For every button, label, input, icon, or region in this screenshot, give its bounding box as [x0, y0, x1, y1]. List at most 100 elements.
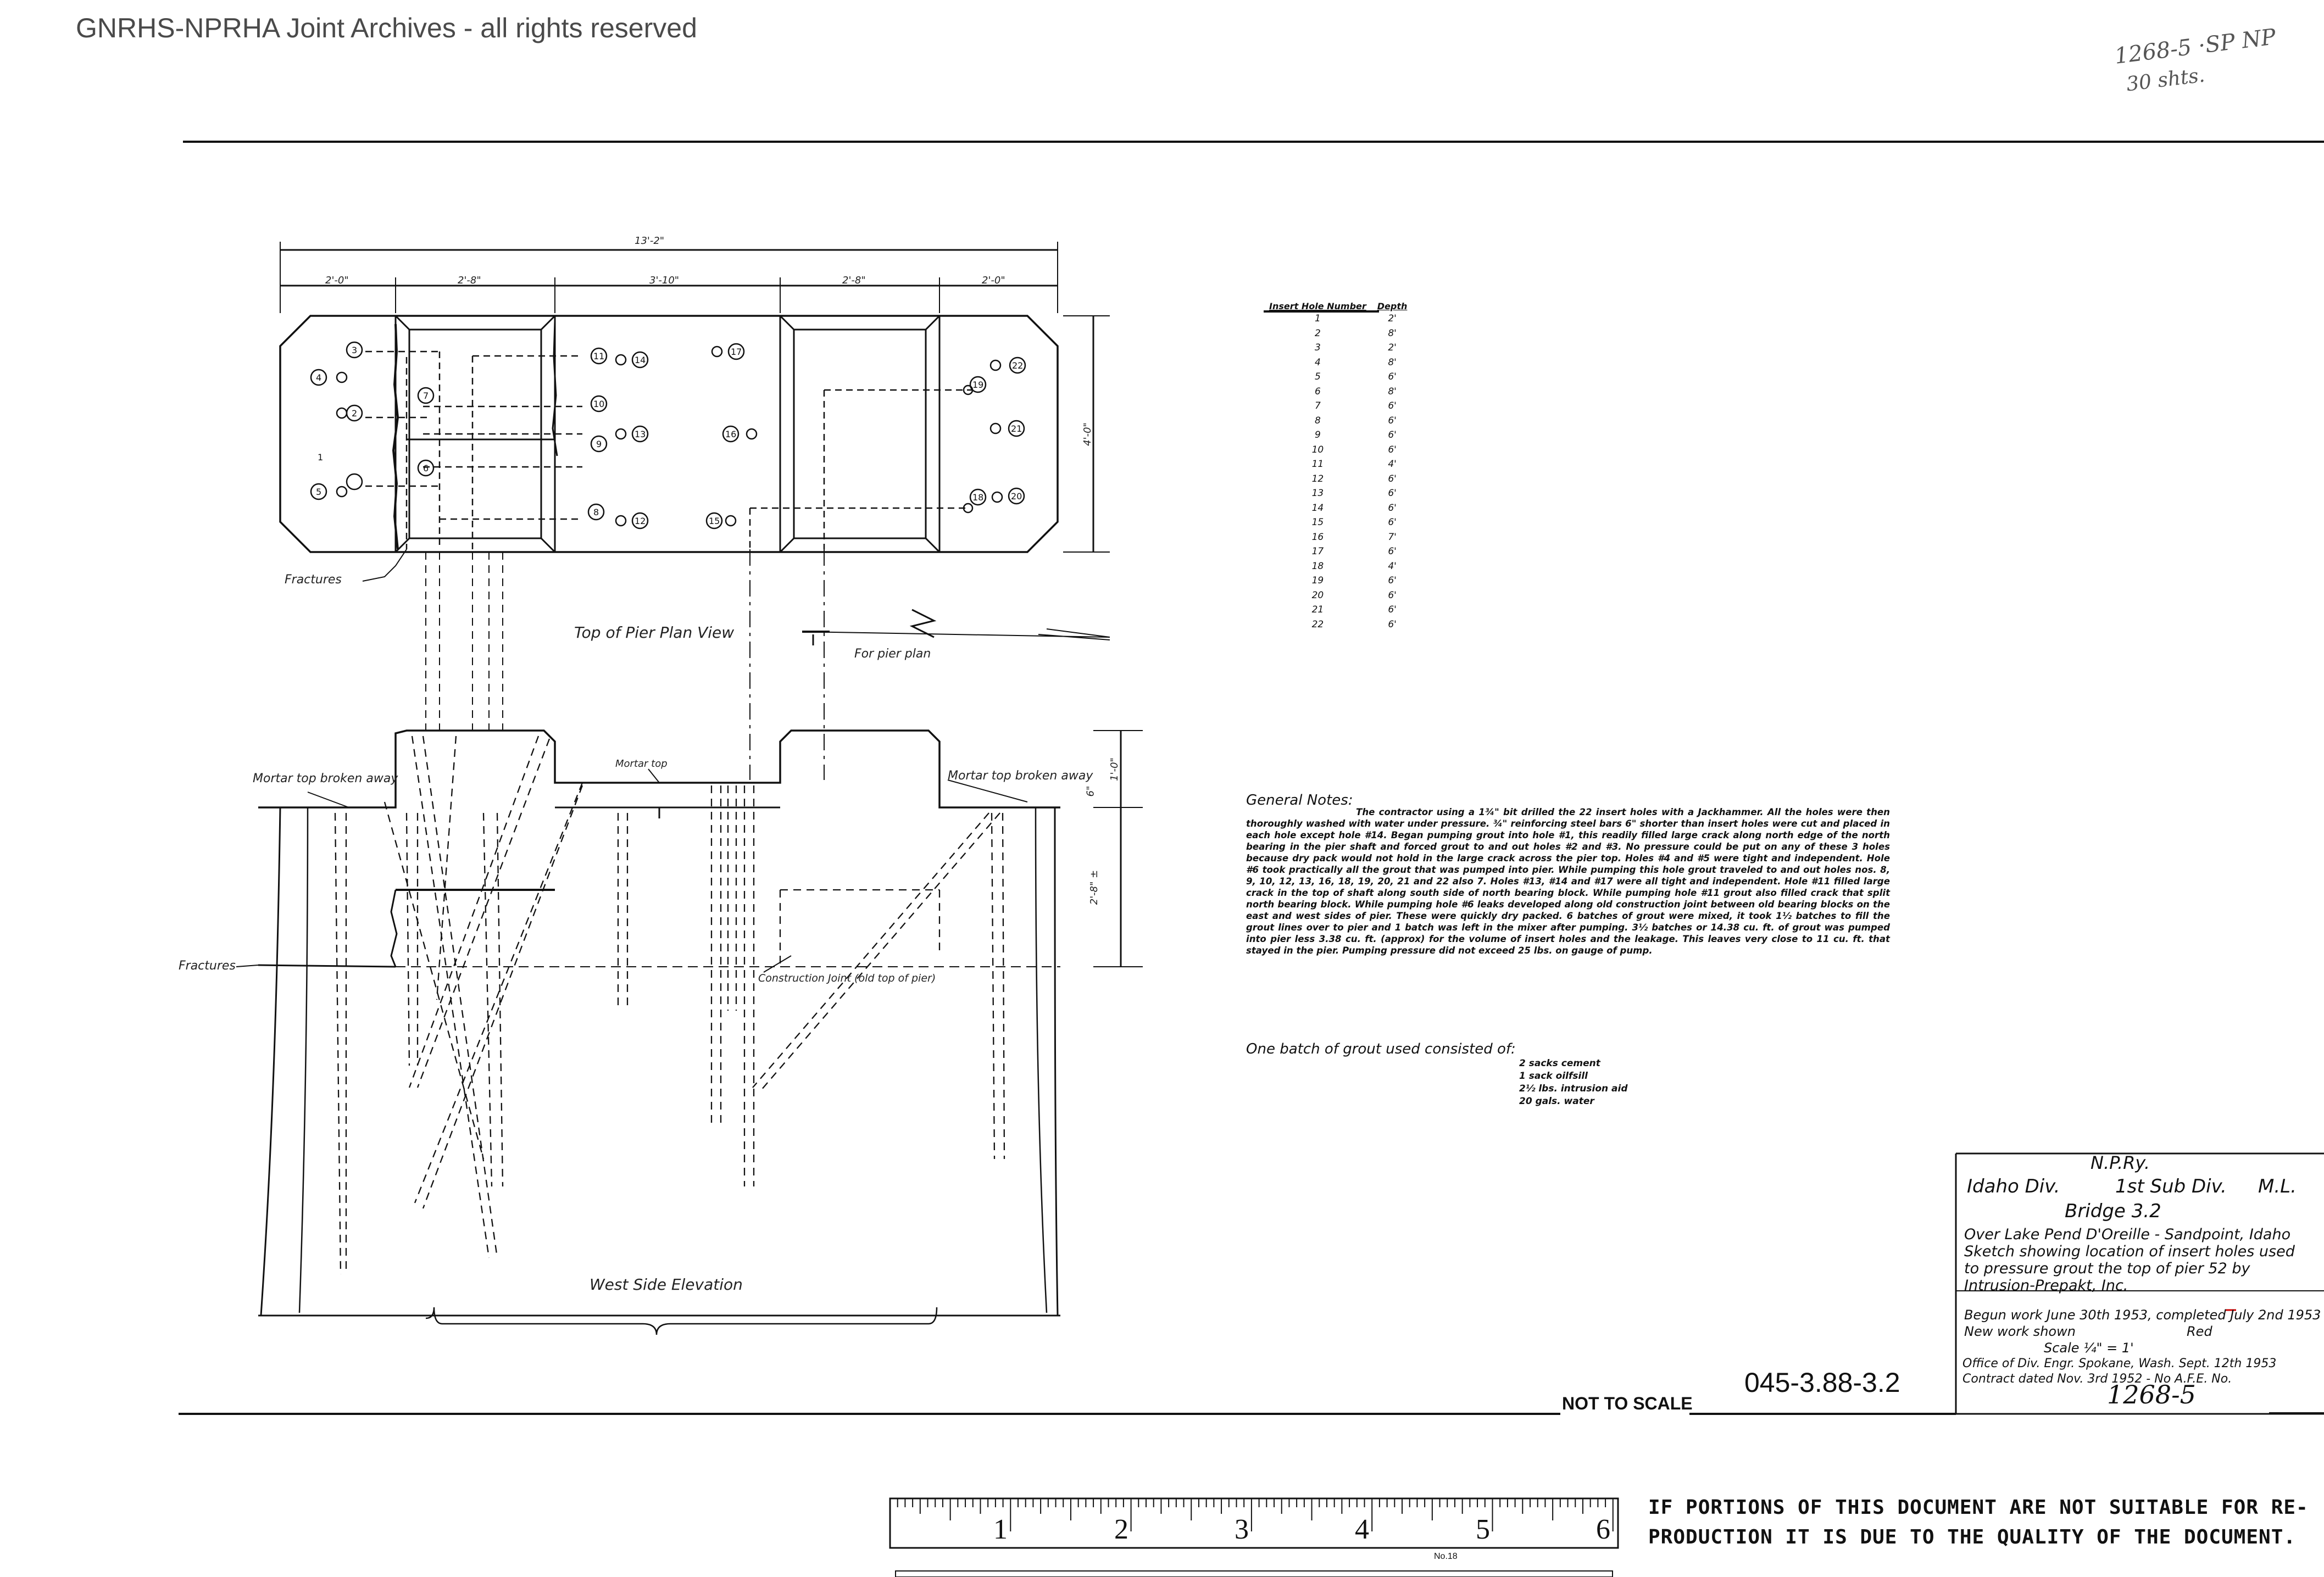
hole-label-7: 7 — [423, 391, 429, 401]
ruler-number-3: 3 — [1235, 1514, 1249, 1545]
hole-label-22: 22 — [1012, 360, 1024, 371]
general-notes-title: General Notes: — [1246, 792, 1353, 809]
hole-label-1: 1 — [318, 452, 324, 462]
ruler-mark: No.18 — [1434, 1552, 1458, 1561]
depth-cell: 2' — [1388, 313, 1397, 324]
hole-label-14: 14 — [635, 355, 646, 365]
table-row: 15 6' — [1264, 515, 1413, 530]
hole-number-cell: 3 — [1314, 342, 1321, 353]
ruler-number-2: 2 — [1114, 1514, 1128, 1545]
hole-number-cell: 22 — [1311, 618, 1324, 630]
elevation-title: West Side Elevation — [590, 1275, 743, 1294]
hole-number-cell: 15 — [1311, 517, 1324, 528]
depth-cell: 8' — [1388, 327, 1397, 339]
plan-outline — [279, 315, 1059, 553]
construction-joint-label: Construction Joint (old top of pier) — [758, 972, 936, 984]
batch-title: One batch of grout used consisted of: — [1246, 1041, 1516, 1057]
hole-number-cell: 19 — [1311, 575, 1324, 586]
depth-cell: 6' — [1388, 371, 1397, 382]
hole-label-21: 21 — [1011, 423, 1022, 434]
depth-cell: 6' — [1388, 415, 1397, 426]
mortar-top-label: Mortar top — [615, 758, 668, 770]
batch-item: 2½ lbs. intrusion aid — [1519, 1083, 1628, 1094]
plan-view-title: Top of Pier Plan View — [574, 623, 735, 642]
tb-desc-4: Intrusion-Prepakt, Inc. — [1964, 1277, 2128, 1294]
elevation-outline — [258, 729, 1060, 809]
tb-scale: Scale ¼" = 1' — [2044, 1340, 2134, 1356]
hole-label-18: 18 — [972, 492, 984, 503]
ruler-number-4: 4 — [1355, 1514, 1369, 1545]
tb-subdivision: 1st Sub Div. — [2115, 1175, 2227, 1197]
plan-fractures-label: Fractures — [285, 573, 342, 587]
tb-contract: Contract dated Nov. 3rd 1952 - No A.F.E.… — [1962, 1372, 2232, 1386]
general-notes-body: The contractor using a 1¾" bit drilled t… — [1246, 807, 1890, 956]
ruler-number-5: 5 — [1476, 1514, 1490, 1545]
tb-line: M.L. — [2258, 1175, 2297, 1197]
hole-number-cell: 5 — [1314, 371, 1321, 382]
batch-item: 20 gals. water — [1519, 1096, 1594, 1107]
seg-dim-5: 2'-0" — [982, 275, 1005, 286]
table-row: 8 6' — [1264, 414, 1413, 428]
tb-desc-3: to pressure grout the top of pier 52 by — [1964, 1260, 2250, 1277]
quality-warning: IF PORTIONS OF THIS DOCUMENT ARE NOT SUI… — [1648, 1493, 2309, 1552]
tb-desc-1: Over Lake Pend D'Oreille - Sandpoint, Id… — [1964, 1226, 2291, 1243]
hole-label-6: 6 — [423, 463, 429, 473]
hole-number-cell: 21 — [1311, 604, 1324, 615]
table-row: 22 6' — [1264, 617, 1413, 632]
tb-red: Red — [2187, 1324, 2212, 1339]
table-row: 5 6' — [1264, 370, 1413, 385]
hole-label-20: 20 — [1011, 491, 1022, 501]
batch-item: 2 sacks cement — [1519, 1058, 1600, 1069]
elev-dim-lower: 2'-8" ± — [1088, 870, 1100, 905]
table-header-hole: Insert Hole Number — [1269, 301, 1366, 311]
depth-cell: 6' — [1388, 400, 1397, 411]
hole-label-2: 2 — [352, 408, 358, 419]
seg-dim-4: 2'-8" — [842, 275, 866, 286]
hole-label-5: 5 — [316, 487, 322, 497]
table-row: 18 4' — [1264, 559, 1413, 574]
seg-dim-1: 2'-0" — [325, 275, 349, 286]
depth-cell: 4' — [1388, 560, 1397, 572]
hole-number-cell: 12 — [1311, 473, 1324, 484]
batch-list: 2 sacks cement 1 sack oilfsill 2½ lbs. i… — [1519, 1057, 1628, 1108]
hole-number-cell: 18 — [1311, 560, 1324, 572]
table-row: 2 8' — [1264, 326, 1413, 341]
hole-number-cell: 6 — [1314, 386, 1321, 397]
overall-dim: 13'-2" — [635, 235, 665, 247]
batch-item: 1 sack oilfsill — [1519, 1071, 1588, 1082]
hole-label-11: 11 — [593, 351, 605, 361]
hole-number-cell: 10 — [1311, 444, 1324, 455]
depth-cell: 6' — [1388, 517, 1397, 528]
depth-cell: 6' — [1388, 589, 1397, 601]
ruler-number-6: 6 — [1596, 1514, 1610, 1545]
hole-number-cell: 8 — [1314, 415, 1321, 426]
depth-cell: 6' — [1388, 430, 1397, 441]
warning-line-2: PRODUCTION IT IS DUE TO THE QUALITY OF T… — [1648, 1526, 2297, 1548]
depth-cell: 6' — [1388, 575, 1397, 586]
hole-label-15: 15 — [709, 516, 720, 526]
depth-cell: 6' — [1388, 618, 1397, 630]
tb-drawing-number: 1268-5 — [2107, 1380, 2196, 1409]
hole-number-cell: 2 — [1314, 327, 1321, 339]
hole-label-9: 9 — [596, 439, 602, 449]
archive-header: GNRHS-NPRHA Joint Archives - all rights … — [76, 13, 697, 43]
hole-number-cell: 1 — [1314, 313, 1321, 324]
hole-label-3: 3 — [352, 345, 358, 355]
tb-new-work: New work shown — [1964, 1324, 2076, 1339]
elev-fractures-label: Fractures — [179, 959, 236, 973]
hole-label-8: 8 — [593, 507, 599, 517]
hole-number-cell: 13 — [1311, 488, 1324, 499]
